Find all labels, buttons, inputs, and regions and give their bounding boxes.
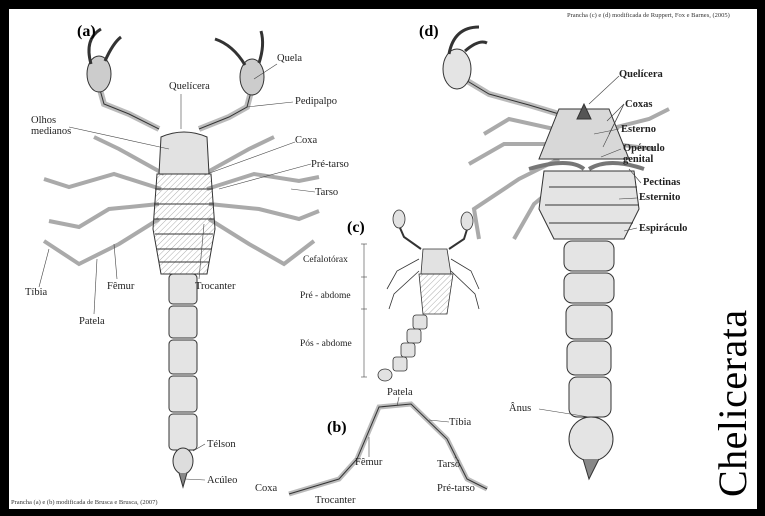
label-trocanter-b: Trocanter [315,495,355,506]
credit-bottom: Prancha (a) e (b) modificada de Brusca e… [11,499,158,506]
label-tibia-b: Tíbia [449,417,471,428]
title-chelicerata: Chelicerata [709,309,756,497]
label-tibia-a: Tíbia [25,287,47,298]
label-tarso-b: Tarso [437,459,460,470]
diagram-panel: (a) (d) (c) (b) Prancha (c) e (d) modifi… [9,9,757,509]
scorpion-ventral-drawing [443,27,669,479]
label-quelicera-d: Quelícera [619,69,663,80]
label-femur-a: Fêmur [107,281,134,292]
label-preabdome: Pré - abdome [299,291,352,301]
label-medianos: medianos [31,126,71,137]
label-trocanter-a: Trocanter [195,281,235,292]
label-femur-b: Fêmur [355,457,382,468]
label-cefalotorax: Cefalotórax [302,255,349,265]
illustration-layer [9,9,757,509]
scorpion-dorsal-drawing [44,29,319,487]
label-pretarso-b: Pré-tarso [437,483,475,494]
label-pedipalpo: Pedipalpo [295,96,337,107]
label-anus: Ânus [509,403,531,414]
label-coxa-b: Coxa [255,483,277,494]
label-posabdome: Pós - abdome [299,339,353,349]
label-quelicera-a: Quelícera [169,81,210,92]
label-esterno: Esterno [621,124,656,135]
credit-top: Prancha (c) e (d) modificada de Ruppert,… [567,12,730,19]
label-aculeo: Acúleo [207,475,237,486]
label-espiraculo: Espiráculo [639,223,687,234]
label-operculo: Opérculo [623,143,665,154]
bracket-c [361,244,367,377]
label-pretarso-a: Pré-tarso [311,159,349,170]
label-genital: genital [623,154,653,165]
label-pectinas: Pectinas [643,177,680,188]
panel-label-a: (a) [77,23,96,41]
label-tarso-a: Tarso [315,187,338,198]
scorpion-small-drawing [378,210,479,381]
label-olhos: Olhos [31,115,56,126]
label-coxas: Coxas [625,99,652,110]
panel-label-b: (b) [327,419,347,437]
label-patela-a: Patela [79,316,105,327]
label-quela: Quela [277,53,302,64]
label-patela-b: Patela [387,387,413,398]
panel-label-d: (d) [419,23,439,41]
panel-label-c: (c) [347,219,365,237]
label-esternito: Esternito [639,192,680,203]
label-coxa-a: Coxa [295,135,317,146]
label-telson: Télson [207,439,236,450]
